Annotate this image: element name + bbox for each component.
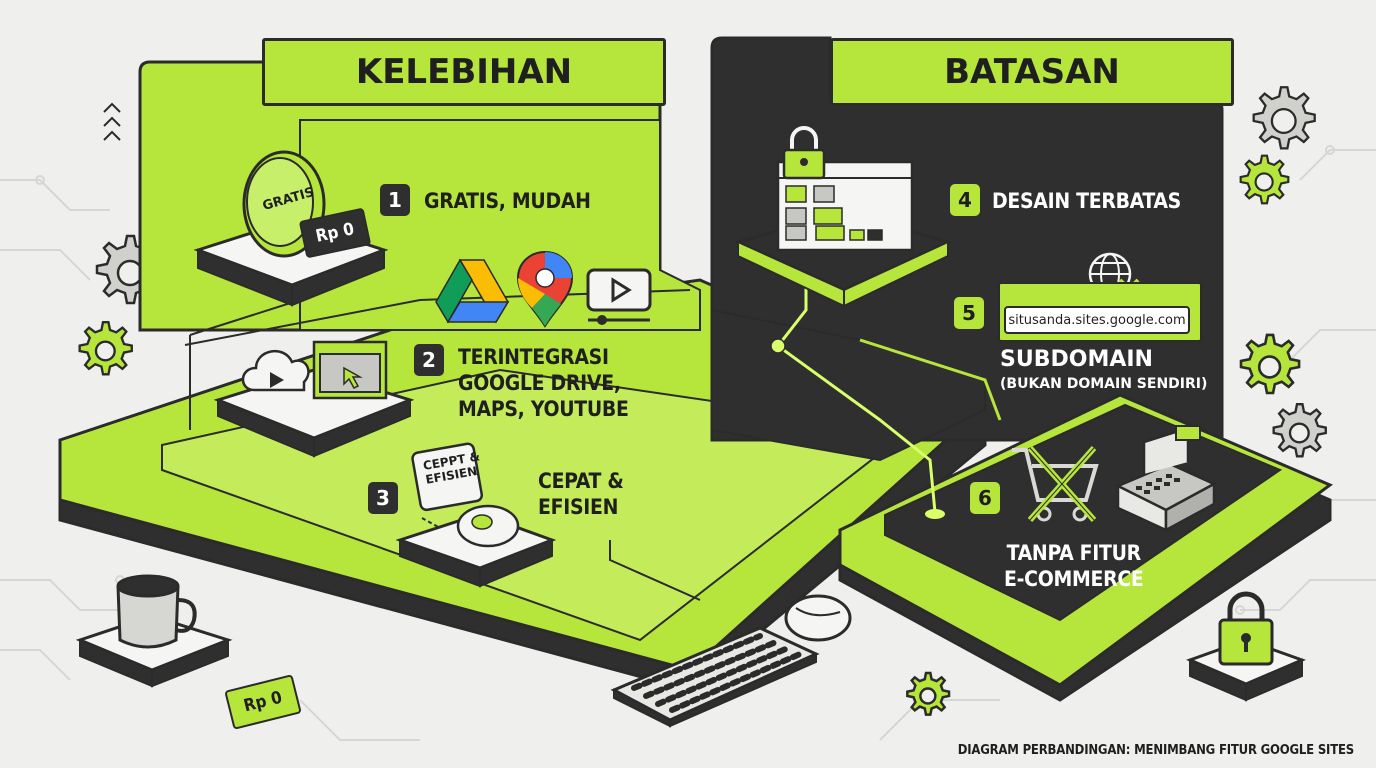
desk-mouse-icon: [784, 594, 852, 642]
cash-register-icon: [1115, 425, 1217, 533]
advantage-number-3: 3: [368, 482, 398, 514]
advantages-header: KELEBIHAN: [262, 38, 666, 106]
url-field: situsanda.sites.google.com: [1004, 306, 1190, 334]
gear-icon: [1252, 86, 1316, 150]
lock-pedestal-illustration: [1186, 591, 1306, 702]
google-maps-icon: [516, 250, 574, 328]
advantage-number-1: 1: [380, 184, 410, 216]
gear-icon: [1239, 154, 1290, 205]
limitations-header: BATASAN: [830, 38, 1234, 106]
gear-icon: [906, 671, 951, 716]
limitation-number-4: 4: [950, 184, 980, 216]
google-drive-icon: [435, 258, 510, 324]
gear-icon: [78, 321, 133, 376]
coffee-mug-pedestal-illustration: [76, 574, 233, 688]
limitation-label-4: DESAIN TERBATAS: [992, 189, 1181, 213]
coin-pedestal-illustration: [193, 150, 389, 307]
lock-icon: [1218, 591, 1274, 666]
limitation-number-5: 5: [954, 297, 984, 329]
keyboard-icon: [610, 626, 820, 728]
advantage-number-2: 2: [414, 344, 444, 376]
gear-icon: [1272, 403, 1327, 458]
limitation-label-5: SUBDOMAIN (BUKAN DOMAIN SENDIRI): [1000, 347, 1208, 392]
limitation-label-6: TANPA FITUR E-COMMERCE: [1004, 541, 1144, 591]
advantage-label-3: CEPAT & EFISIEN: [538, 469, 624, 519]
cart-crossed-icon: [1012, 446, 1099, 522]
cloud-icon: [241, 349, 310, 392]
mouse-pedestal-illustration: [396, 442, 557, 588]
gear-icon: [1239, 333, 1301, 395]
cursor-window-icon: [312, 340, 388, 400]
youtube-icon: [586, 268, 652, 325]
diagram-caption: DIAGRAM PERBANDINGAN: MENIMBANG FITUR GO…: [957, 743, 1355, 758]
coffee-mug-icon: [116, 574, 197, 649]
limitation-number-6: 6: [970, 482, 1000, 514]
lock-icon: [782, 126, 826, 180]
advantage-label-2: TERINTEGRASI GOOGLE DRIVE, MAPS, YOUTUBE: [458, 345, 629, 421]
advantage-label-1: GRATIS, MUDAH: [424, 189, 591, 213]
cloud-window-pedestal-illustration: [214, 340, 414, 458]
locked-layout-pedestal-illustration: [734, 126, 953, 308]
